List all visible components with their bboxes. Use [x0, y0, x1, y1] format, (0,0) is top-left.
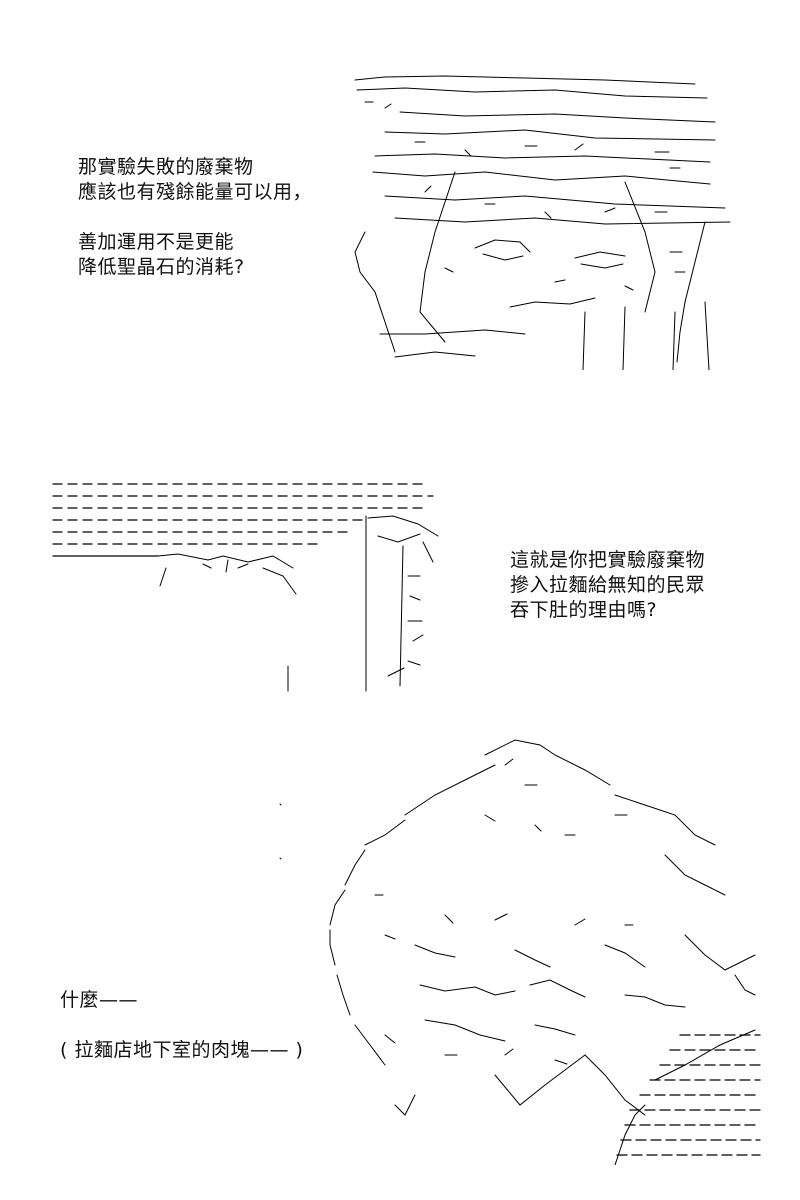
dialog-line: 應該也有殘餘能量可以用， — [78, 181, 313, 203]
dialog-line — [78, 205, 312, 230]
dialog-line: 什麼—— — [60, 989, 139, 1011]
dialog-line: ( 拉麵店地下室的肉塊—— ) — [60, 1039, 304, 1061]
dialog-line: 吞下肚的理由嗎? — [510, 599, 658, 621]
dialog-line: 善加運用不是更能 — [78, 231, 235, 253]
stray-marks — [276, 800, 288, 870]
ascii-art-figure-1 — [325, 72, 735, 370]
dialog-line: 那實驗失敗的廢棄物 — [78, 156, 254, 178]
dialog-line: 這就是你把實驗廢棄物 — [510, 549, 706, 571]
dialog-line: 降低聖晶石的消耗? — [78, 256, 245, 278]
dialog-line: 摻入拉麵給無知的民眾 — [510, 574, 706, 596]
panel-3-dialog: 什麼—— ( 拉麵店地下室的肉塊—— ) — [60, 988, 303, 1063]
dialog-line — [60, 1013, 303, 1038]
ascii-art-figure-3 — [325, 735, 775, 1165]
panel-2-dialog: 這就是你把實驗廢棄物 摻入拉麵給無知的民眾 吞下肚的理由嗎? — [510, 548, 705, 623]
panel-1-dialog: 那實驗失敗的廢棄物 應該也有殘餘能量可以用， 善加運用不是更能 降低聖晶石的消耗… — [78, 155, 312, 280]
ascii-art-figure-2 — [48, 476, 448, 696]
